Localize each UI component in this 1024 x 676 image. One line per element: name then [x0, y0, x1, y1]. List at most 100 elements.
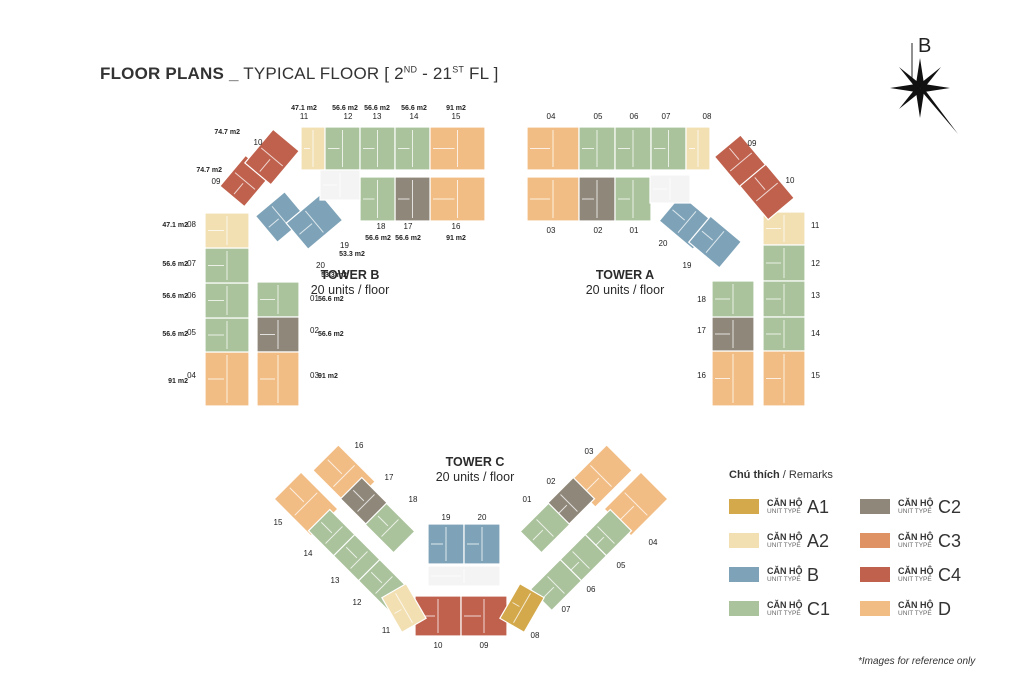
- unit-partition: [672, 209, 686, 221]
- tower-c-unit-number: 11: [382, 626, 391, 635]
- legend-en-label: UNIT TYPE: [767, 610, 801, 617]
- tower-b-unit-area: 91 m2: [318, 373, 338, 380]
- legend-en-label: UNIT TYPE: [898, 610, 932, 617]
- tower-b-unit-number: 09: [212, 177, 221, 186]
- tower-a-unit-number: 18: [697, 295, 706, 304]
- tower-a-unit-number: 06: [630, 112, 639, 121]
- tower-b-unit-area: 56.6 m2: [162, 261, 188, 268]
- unit-partition: [381, 519, 399, 537]
- tower-b-unit-area: 56.6 m2: [318, 296, 344, 303]
- tower-b-unit-number: 06: [187, 291, 196, 300]
- unit-partition: [560, 494, 578, 512]
- legend-code: D: [938, 599, 951, 619]
- unit-partition: [325, 526, 343, 544]
- tower-a-unit-number: 13: [811, 291, 820, 300]
- tower-c-unit-number: 15: [274, 518, 283, 527]
- unit-partition: [624, 492, 648, 516]
- legend-code: A1: [807, 497, 830, 517]
- tower-a-unit-number: 14: [811, 329, 820, 338]
- legend-swatch: [860, 533, 890, 548]
- tower-a-label: TOWER A 20 units / floor: [585, 268, 665, 297]
- compass-label: B: [918, 35, 932, 57]
- legend-swatch: [860, 567, 890, 582]
- tower-b-unit-area: 91 m2: [446, 105, 466, 112]
- unit-partition: [619, 505, 635, 521]
- unit-partition: [268, 218, 280, 228]
- tower-b-unit-number: 16: [452, 222, 461, 231]
- tower-a-unit-number: 09: [748, 139, 757, 148]
- tower-c-unit-number: 12: [353, 598, 362, 607]
- legend-code: C3: [938, 531, 962, 551]
- tower-b-unit-area: 56.6 m2: [332, 105, 358, 112]
- tower-b-unit-number: 05: [187, 328, 196, 337]
- tower-c-unit-number: 10: [434, 641, 443, 650]
- tower-b-unit-area: 74.7 m2: [196, 167, 222, 174]
- unit-partition: [547, 576, 565, 594]
- tower-b-label: TOWER B 20 units / floor: [310, 268, 390, 297]
- legend-en-label: UNIT TYPE: [767, 576, 801, 583]
- unit-partition: [677, 210, 697, 234]
- tower-a-unit-number: 01: [630, 226, 639, 235]
- tower-a-unit-number: 12: [811, 259, 820, 268]
- legend-vn-label: CĂN HỘ: [898, 566, 934, 576]
- tower-c-unit-number: 13: [331, 576, 340, 585]
- tower-c-unit-number: 18: [409, 495, 418, 504]
- legend-vn-label: CĂN HỘ: [767, 498, 803, 508]
- legend-swatch: [729, 567, 759, 582]
- legend-vn-label: CĂN HỘ: [898, 532, 934, 542]
- tower-b-unit-number: 11: [300, 112, 309, 121]
- tower-a-unit-number: 04: [547, 112, 556, 121]
- unit-partition: [512, 602, 520, 607]
- compass-rose: [890, 43, 958, 134]
- unit-partition: [375, 576, 393, 594]
- tower-a-unit-number: 02: [594, 226, 603, 235]
- legend-swatch: [729, 533, 759, 548]
- tower-a-unit-number: 15: [811, 371, 820, 380]
- tower-b-unit-area: 53.3 m2: [339, 251, 365, 258]
- tower-b-unit-area: 47.1 m2: [291, 105, 317, 112]
- unit-partition: [755, 182, 779, 202]
- unit-partition: [259, 158, 271, 172]
- unit-partition: [333, 465, 355, 487]
- legend-heading: Chú thích / Remarks: [729, 469, 833, 481]
- unit-partition: [327, 459, 343, 475]
- tower-c-label: TOWER C 20 units / floor: [435, 455, 515, 484]
- tower-a-unit-number: 17: [697, 326, 706, 335]
- tower-b-unit-number: 12: [344, 112, 353, 121]
- tower-c-unit-number: 17: [385, 473, 394, 482]
- tower-b-unit-area: 56.6 m2: [162, 293, 188, 300]
- unit-partition: [377, 515, 389, 527]
- unit-partition: [394, 609, 402, 614]
- tower-a-unit-number: 07: [662, 112, 671, 121]
- tower-b-unit-area: 74.7 m2: [214, 129, 240, 136]
- tower-b-unit-area: 91 m2: [168, 378, 188, 385]
- tower-a-unit-number: 10: [786, 176, 795, 185]
- legend-vn-label: CĂN HỘ: [767, 532, 803, 542]
- unit-partition: [352, 489, 365, 502]
- unit-partition: [597, 526, 615, 544]
- tower-a-unit-number: 03: [547, 226, 556, 235]
- tower-c-unit-number: 07: [562, 605, 571, 614]
- tower-b-unit-area: 91 m2: [446, 235, 466, 242]
- tower-c-unit-number: 02: [547, 477, 556, 486]
- unit-partition: [350, 551, 368, 569]
- tower-b-unit-number: 08: [187, 220, 196, 229]
- tower-a-unit-number: 20: [659, 239, 668, 248]
- legend-code: C2: [938, 497, 962, 517]
- reference-note: *Images for reference only: [858, 656, 976, 667]
- tower-c-unit-number: 08: [531, 631, 540, 640]
- tower-b-unit-number: 10: [254, 138, 263, 147]
- tower-b-unit-area: 56.6 m2: [401, 105, 427, 112]
- unit-partition: [542, 586, 555, 599]
- legend-vn-label: CĂN HỘ: [767, 600, 803, 610]
- legend-vn-label: CĂN HỘ: [767, 566, 803, 576]
- tower-b-unit-number: 14: [410, 112, 419, 121]
- legend-swatch: [860, 601, 890, 616]
- unit-partition: [572, 551, 590, 569]
- tower-c-unit-number: 09: [480, 641, 489, 650]
- legend-en-label: UNIT TYPE: [767, 542, 801, 549]
- unit-partition: [370, 571, 383, 584]
- unit-partition: [234, 172, 256, 190]
- tower-b-unit-number: 19: [340, 241, 349, 250]
- tower-b-unit-area: 56.6 m2: [162, 331, 188, 338]
